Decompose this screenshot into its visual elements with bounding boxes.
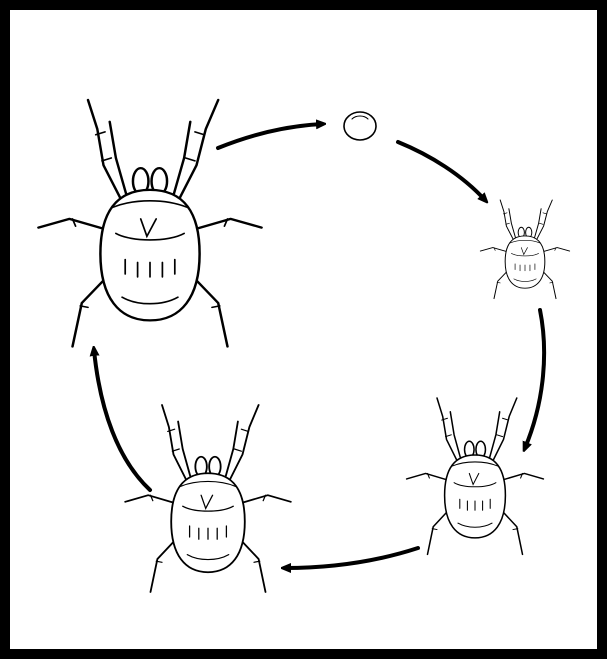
arrow-egg-to-larva [398, 142, 485, 200]
egg-icon [344, 112, 376, 140]
arrow-deutonymph-to-adult [94, 350, 150, 490]
arrow-protonymph-to-deutonymph [285, 548, 418, 568]
protonymph-icon [407, 398, 544, 554]
deutonymph-icon [125, 405, 291, 592]
larva-icon [480, 200, 569, 299]
arrow-larva-to-protonymph [525, 310, 544, 448]
arrow-adult-to-egg [218, 124, 322, 148]
adult-mite-icon [38, 100, 261, 347]
